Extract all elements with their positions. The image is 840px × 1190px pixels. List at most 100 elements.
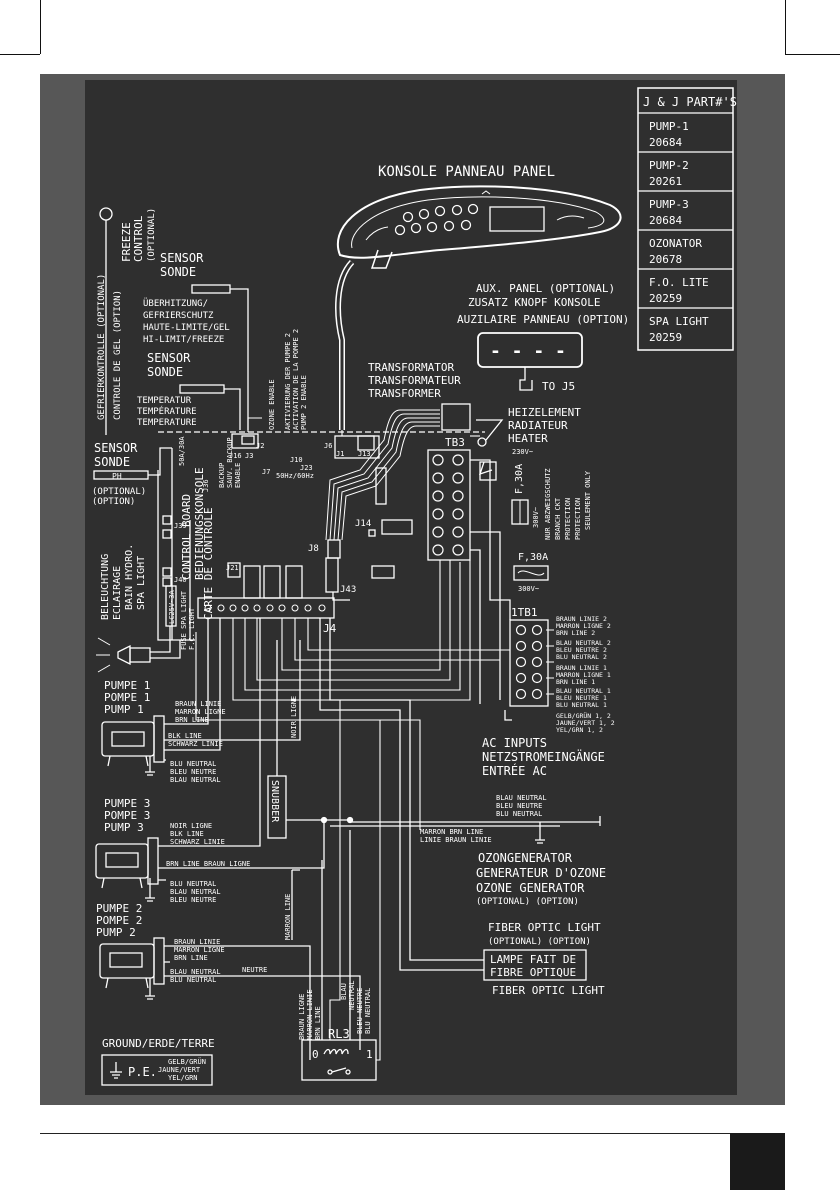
ozone-label: (OPTIONAL) (OPTION) (476, 897, 579, 907)
board-small-label: AKTIVIERUNG DER PUMPE 2 (284, 333, 292, 430)
fuse-label: F,30A (518, 552, 548, 563)
sensor-label: SENSOR (160, 251, 204, 265)
parts-table: J & J PART#'S PUMP-1 20684 PUMP-2 20261 … (637, 87, 737, 351)
jumper-label: J1 (336, 450, 344, 458)
pump1-label: PUMPE 1 (104, 679, 150, 692)
tb1-wire-label: BLAU NEUTRAL 2 (556, 639, 611, 647)
wiring-bus (195, 417, 510, 1061)
console-title: KONSOLE PANNEAU PANEL (378, 164, 555, 180)
pump2-label: PUMPE 2 (96, 902, 142, 915)
tb3-label: TB3 (445, 436, 465, 449)
pump1-wire: BLU NEUTRAL (170, 760, 216, 768)
rl3-wire: BRAUN LIGNE (298, 994, 306, 1040)
branch-protection-label: PROTECTION (574, 498, 582, 540)
jumper-label: J16 (229, 452, 242, 460)
spa-light: BELEUCHTUNG ECLAIRAGE BAIN HYDRO. SPA LI… (96, 544, 196, 673)
console-panel: KONSOLE PANNEAU PANEL (336, 164, 622, 269)
jumper-label: J7 (262, 468, 270, 476)
ozone-label: GENERATEUR D'OZONE (476, 866, 606, 880)
aux-panel-label: AUZILAIRE PANNEAU (OPTION) (457, 313, 629, 326)
freeze-vertical-label: GEFRIERKONTROLLE (OPTIONAL) (97, 274, 107, 420)
jumper-label: J8 (308, 544, 319, 554)
rl3-wire: BLAU (340, 983, 348, 1000)
pump1-wire: BRAUN LINIE (175, 700, 221, 708)
board-small-label: ACTIVATION DE LA POMPE 2 (292, 329, 300, 430)
sensor-ph: SENSOR SONDE PH (OPTIONAL) (OPTION) (92, 441, 172, 507)
temperature-label: TEMPERATUR (137, 396, 192, 406)
board-small-label: PUMP 2 ENABLE (300, 375, 308, 430)
board-vertical-label: CARTE DE CONTROLE (202, 507, 215, 620)
heater-label: HEATER (508, 432, 548, 445)
corner-mark-right-h (785, 54, 840, 55)
pump3-wire: BLEU NEUTRE (170, 896, 216, 904)
tb1-wire-label: BRN LINE 1 (556, 678, 595, 686)
corner-mark-left-h (0, 54, 40, 55)
snubber-label: SNUBBER (269, 780, 280, 823)
pump2-wire: BRN LINE (174, 954, 208, 962)
tb1-block: 1TB1 BRAUN LINIE 2 MARRON LIGNE 2 BRN LI… (470, 459, 615, 778)
pump1-wire: SCHWARZ LINIE (168, 740, 223, 748)
fuse-voltage: 300V~ (518, 585, 539, 593)
parts-row-name: PUMP-2 (649, 159, 689, 172)
sensor-hi-limit: SENSOR SONDE ÜBERHITZUNG/ GEFRIERSCHUTZ … (143, 251, 249, 430)
pump2-wire: NEUTRE (242, 966, 267, 974)
fiber-box-label: FIBRE OPTIQUE (490, 966, 576, 979)
aux-panel-display: - - - - (490, 341, 566, 362)
board-small-label: OZONE ENABLE (268, 379, 276, 430)
spa-light-fuse-label: FUSE SPA LIGHT (180, 590, 188, 650)
parts-row-name: PUMP-1 (649, 120, 689, 133)
pump-3: PUMPE 3 POMPE 3 PUMP 3 NOIR LIGNE BLK LI… (95, 618, 325, 904)
pump3-wire: BLK LINE (170, 830, 204, 838)
corner-mark-right-v (785, 0, 786, 54)
tb1-wire-label: BRN LINE 2 (556, 629, 595, 637)
pump3-label: POMPE 3 (104, 809, 150, 822)
parts-row-number: 20259 (649, 292, 682, 305)
freeze-label: (OPTIONAL) (147, 208, 157, 262)
parts-row-name: PUMP-3 (649, 198, 689, 211)
parts-row-number: 20678 (649, 253, 682, 266)
marron-line-label: MARRON LINE (284, 894, 292, 940)
freeze-label: FREEZE (120, 222, 133, 262)
rl3-terminal: 0 (312, 1048, 319, 1061)
board-vertical-label: BEDIENUNGSKONSOLE (193, 467, 206, 580)
fiber-optic-light: FIBER OPTIC LIGHT (OPTIONAL) (OPTION) LA… (319, 618, 605, 997)
transformer-label: TRANSFORMATOR (368, 361, 454, 374)
pump2-label: PUMP 2 (96, 926, 136, 939)
tb1-wire-label: BRAUN LINIE 2 (556, 615, 607, 623)
pump2-wire: BLAU NEUTRAL (170, 968, 221, 976)
jumper-label: J2 (256, 442, 264, 450)
tb1-wire-label: BLU NEUTRAL 2 (556, 653, 607, 661)
pump3-wire: BRN LINE BRAUN LIGNE (166, 860, 250, 868)
jumper-label: J21 (226, 564, 239, 572)
ozone-wire: LINIE BRAUN LINIE (420, 836, 492, 844)
pump-2: PUMPE 2 POMPE 2 PUMP 2 BRAUN LINIE MARRO… (96, 869, 361, 1060)
parts-row-number: 20261 (649, 175, 682, 188)
jumper-label: J36 (202, 479, 210, 492)
jumper-label: J10 (290, 456, 303, 464)
tb1-wire-label: BLEU NEUTRE 2 (556, 646, 607, 654)
tb1-wire-label: BRAUN LINIE 1 (556, 664, 607, 672)
hi-limit-label: GEFRIERSCHUTZ (143, 311, 214, 321)
pump1-label: POMPE 1 (104, 691, 150, 704)
pump3-wire: SCHWARZ LINIE (170, 838, 225, 846)
jumper-label: J39 (174, 522, 187, 530)
pump3-wire: BLAU NEUTRAL (170, 888, 221, 896)
pe-color: YEL/GRN (168, 1074, 198, 1082)
pump3-label: PUMPE 3 (104, 797, 150, 810)
tb1-wire-label: GELB/GRÜN 1, 2 (556, 711, 611, 720)
parts-row-number: 20259 (649, 331, 682, 344)
rl3-wire: NEUTRAL (348, 980, 356, 1010)
spa-light-fuse-label: F.C. LIGHT (188, 607, 196, 650)
rl3-label: RL3 (328, 1027, 350, 1041)
ozone-label: OZONE GENERATOR (476, 881, 585, 895)
spa-light-label: SPA LIGHT (136, 556, 147, 610)
branch-protection-label: PROTECTION (564, 498, 572, 540)
transformer-label: TRANSFORMER (368, 387, 441, 400)
aux-panel-label: ZUSATZ KNOPF KONSOLE (468, 296, 600, 309)
sensor-label: SENSOR (94, 441, 138, 455)
sensor-label: SONDE (94, 455, 130, 469)
rl3-wire: BLU NEUTRAL (364, 988, 372, 1034)
parts-row-name: F.O. LITE (649, 276, 709, 289)
board-small-label: SAUV. BACKUP (226, 437, 234, 488)
corner-mark-left-v (40, 0, 41, 54)
